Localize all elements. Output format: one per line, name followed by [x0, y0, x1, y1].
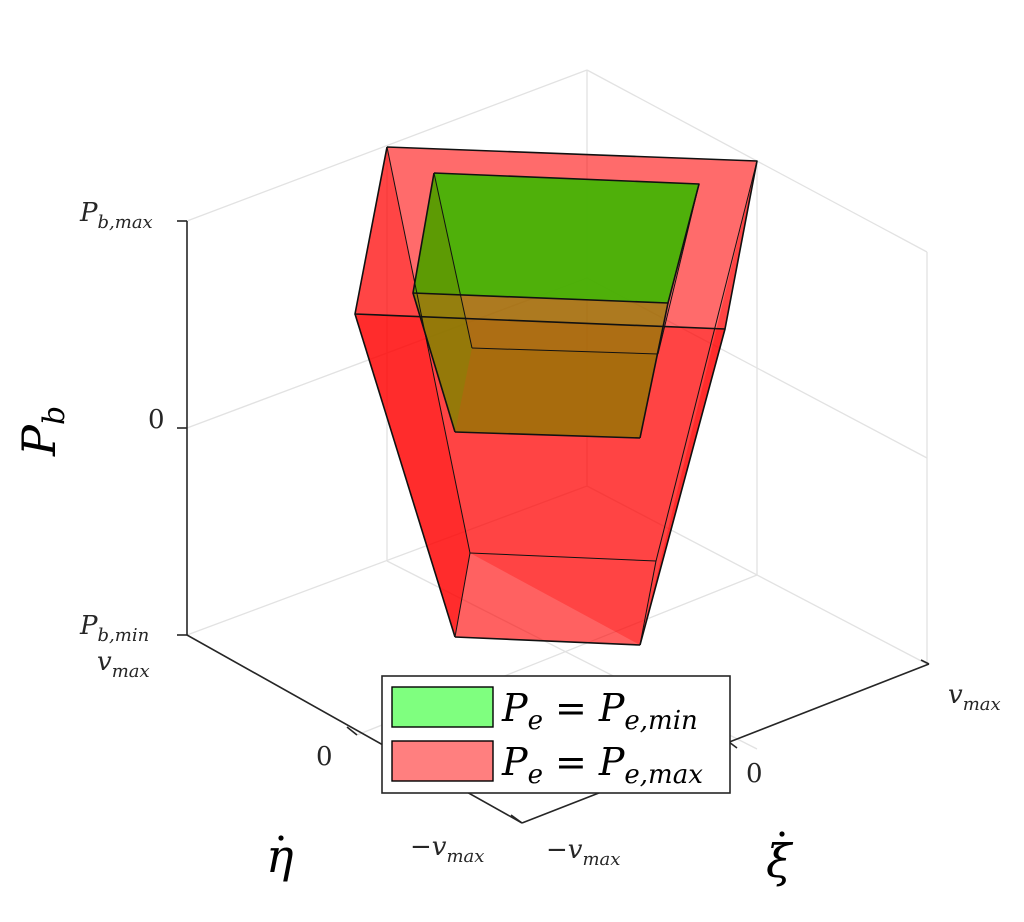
green-face-top	[413, 173, 699, 303]
y-tick-labels: vmax 0 −vmax	[97, 647, 484, 867]
polyhedra-edges	[354, 146, 758, 646]
x-axis-label-dot	[779, 831, 785, 837]
z-tick-label-zero: 0	[148, 405, 165, 435]
z-tick-label-min: Pb,min	[79, 611, 149, 646]
green-face-front	[413, 293, 668, 438]
legend-label-pe-min: Pe=Pe,min	[501, 686, 698, 736]
legend-swatch-pe-max	[391, 740, 494, 782]
legend-label-pe-max: Pe=Pe,max	[501, 740, 703, 790]
series-pe-min-volume	[413, 173, 699, 438]
x-tick-label-max: vmax	[948, 680, 1001, 715]
legend-swatch-pe-min	[391, 686, 494, 728]
z-tick-labels: Pb,max 0 Pb,min	[79, 198, 165, 646]
y-tick-label-min: −vmax	[410, 832, 484, 867]
y-axis-label-dot	[278, 835, 284, 841]
y-tick-label-max: vmax	[97, 647, 150, 682]
legend: Pe=Pe,min Pe=Pe,max	[381, 675, 731, 794]
x-tick-labels: −vmax 0 vmax	[546, 680, 1001, 870]
x-axis-label: ξ	[766, 834, 794, 888]
x-tick-label-min: −vmax	[546, 835, 620, 870]
z-axis-label: Pb	[12, 406, 72, 457]
x-tick-label-zero: 0	[746, 759, 763, 789]
z-tick-label-max: Pb,max	[79, 198, 153, 233]
green-face-inner-bottom	[455, 348, 658, 438]
y-tick-label-zero: 0	[316, 742, 333, 772]
